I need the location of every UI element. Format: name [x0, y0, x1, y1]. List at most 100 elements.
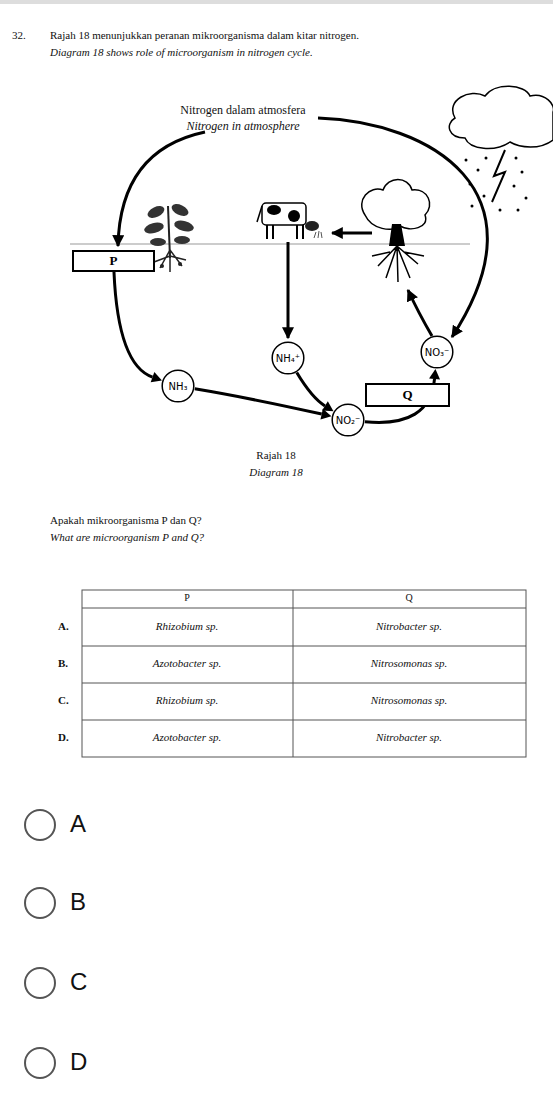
rain-drop: [499, 209, 502, 212]
tree-trunk: [389, 224, 405, 246]
option-letter: A: [70, 810, 86, 839]
table-rule: [82, 683, 526, 684]
node-label: NH₄⁺: [276, 353, 300, 364]
node-label: NO₃⁻: [425, 347, 450, 358]
table-cell: Nitrobacter sp.: [376, 620, 442, 633]
question-text: Diagram 18 shows role of microorganism i…: [50, 46, 313, 59]
table-rule: [82, 646, 526, 647]
tree-roots: [372, 246, 424, 282]
ground-line: [70, 244, 470, 245]
plant-leaf: [174, 236, 190, 244]
row-letter: B.: [58, 657, 68, 670]
table-cell: Rhizobium sp.: [156, 694, 218, 707]
diagram-caption: Rajah 18: [256, 449, 295, 462]
rain-drop: [517, 209, 520, 212]
rain-drop: [521, 171, 524, 174]
plant-roots: [154, 250, 186, 272]
question-text: Rajah 18 menunjukkan peranan mikroorgani…: [50, 29, 359, 42]
node-text-wrap: NH₃: [161, 369, 195, 403]
rain-drop: [477, 169, 480, 172]
cycle-arrow: [118, 132, 205, 246]
connector-line: [297, 373, 325, 406]
plant-leaf: [146, 204, 167, 221]
cloud: [449, 86, 553, 148]
question-text: Apakah mikroorganisma P dan Q?: [50, 514, 202, 527]
rain-drop: [515, 157, 518, 160]
table-cell: Nitrosomonas sp.: [371, 694, 448, 707]
option-letter: D: [70, 1048, 87, 1077]
circle-shape: [332, 404, 364, 436]
node-label: NH₃: [168, 381, 187, 392]
tree: [362, 180, 430, 283]
answer-table: [82, 590, 526, 757]
cow: [257, 203, 322, 239]
ion-circle: NH₃: [161, 369, 195, 403]
arrow-head: [151, 372, 162, 382]
table-header: Q: [405, 592, 412, 604]
question-number: 32.: [12, 29, 26, 42]
cow-head: [305, 221, 319, 231]
plant-leaf: [150, 238, 166, 246]
cow-tail: [257, 206, 262, 222]
node-text-wrap: P: [74, 252, 153, 270]
node-label: Q: [402, 387, 412, 403]
ion-circle: NO₃⁻: [420, 335, 454, 369]
root-nodule: [178, 262, 182, 266]
table-cell: Nitrosomonas sp.: [371, 657, 448, 670]
cycle-arrow: [318, 118, 487, 337]
radio-button: [25, 810, 55, 840]
atmosphere-label: Nitrogen in atmosphere: [186, 119, 299, 133]
table-cell: Rhizobium sp.: [156, 620, 218, 633]
rain-drop: [513, 185, 516, 188]
rain-drop: [469, 183, 472, 186]
table-border: [82, 590, 526, 757]
uptake-arrow: [408, 290, 432, 336]
option-letter: B: [70, 888, 86, 917]
feeding-arrow: [332, 232, 372, 235]
radio-button: [25, 1048, 55, 1078]
node-text-wrap: Q: [367, 385, 448, 405]
decay-arrow: [287, 242, 290, 338]
circle-shape: [162, 370, 194, 402]
arrow-head: [322, 401, 333, 411]
cycle-connector: [297, 373, 334, 412]
row-letter: C.: [58, 694, 69, 707]
node-text-wrap: NO₃⁻: [420, 335, 454, 369]
grass: [314, 231, 322, 238]
node-label: P: [110, 253, 118, 269]
option-letter: C: [70, 968, 87, 997]
tree-canopy: [362, 180, 430, 230]
microbe-box: Q: [365, 383, 450, 407]
rain-drop: [483, 195, 486, 198]
rain: [465, 157, 528, 212]
cow-legs: [267, 225, 303, 239]
node-text-wrap: NH₄⁺: [271, 341, 305, 375]
rain-drop: [471, 205, 474, 208]
row-letter: D.: [58, 731, 69, 744]
rain-drop: [465, 159, 468, 162]
plant-leaf: [143, 221, 165, 236]
ion-circle: NO₂⁻: [331, 403, 365, 437]
table-rule: [82, 720, 526, 721]
table-rule: [82, 608, 526, 609]
lightning: [492, 150, 505, 202]
rain-drop: [485, 157, 488, 160]
circle-shape: [272, 342, 304, 374]
cow-patch: [288, 210, 300, 222]
table-cell: Azotobacter sp.: [153, 731, 221, 744]
table-header: P: [184, 592, 190, 604]
root-nodule: [160, 264, 164, 268]
connector-line: [114, 272, 153, 377]
diagram-caption: Diagram 18: [249, 466, 302, 479]
connector-line: [195, 389, 322, 414]
cow-body: [262, 203, 306, 225]
plant-leaf: [170, 202, 191, 219]
cow-patch: [267, 205, 281, 215]
node-text-wrap: NO₂⁻: [331, 403, 365, 437]
arrow-head: [429, 369, 440, 379]
radio-button: [25, 888, 55, 918]
ion-circle: NH₄⁺: [271, 341, 305, 375]
